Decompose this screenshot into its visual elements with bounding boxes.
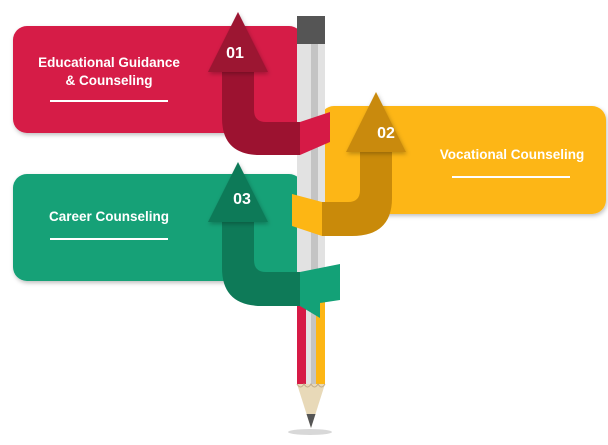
pencil-eraser bbox=[297, 16, 325, 44]
underline-vocational bbox=[452, 176, 570, 178]
arrow-01 bbox=[208, 12, 330, 155]
underline-career bbox=[50, 238, 168, 240]
pencil-shadow bbox=[288, 429, 332, 435]
pencil-wood bbox=[297, 384, 325, 428]
pencil-tip bbox=[306, 414, 316, 428]
step-number-03: 03 bbox=[233, 191, 251, 208]
label-career-counseling: Career Counseling bbox=[48, 209, 170, 224]
label-vocational-counseling: Vocational Counseling bbox=[439, 147, 585, 162]
arrow-03 bbox=[208, 162, 340, 318]
step-number-01: 01 bbox=[226, 45, 244, 62]
arrow-02 bbox=[292, 92, 406, 236]
underline-educational bbox=[50, 100, 168, 102]
step-number-02: 02 bbox=[377, 125, 395, 142]
label-educational-guidance: Educational Guidance & Counseling bbox=[38, 55, 180, 88]
